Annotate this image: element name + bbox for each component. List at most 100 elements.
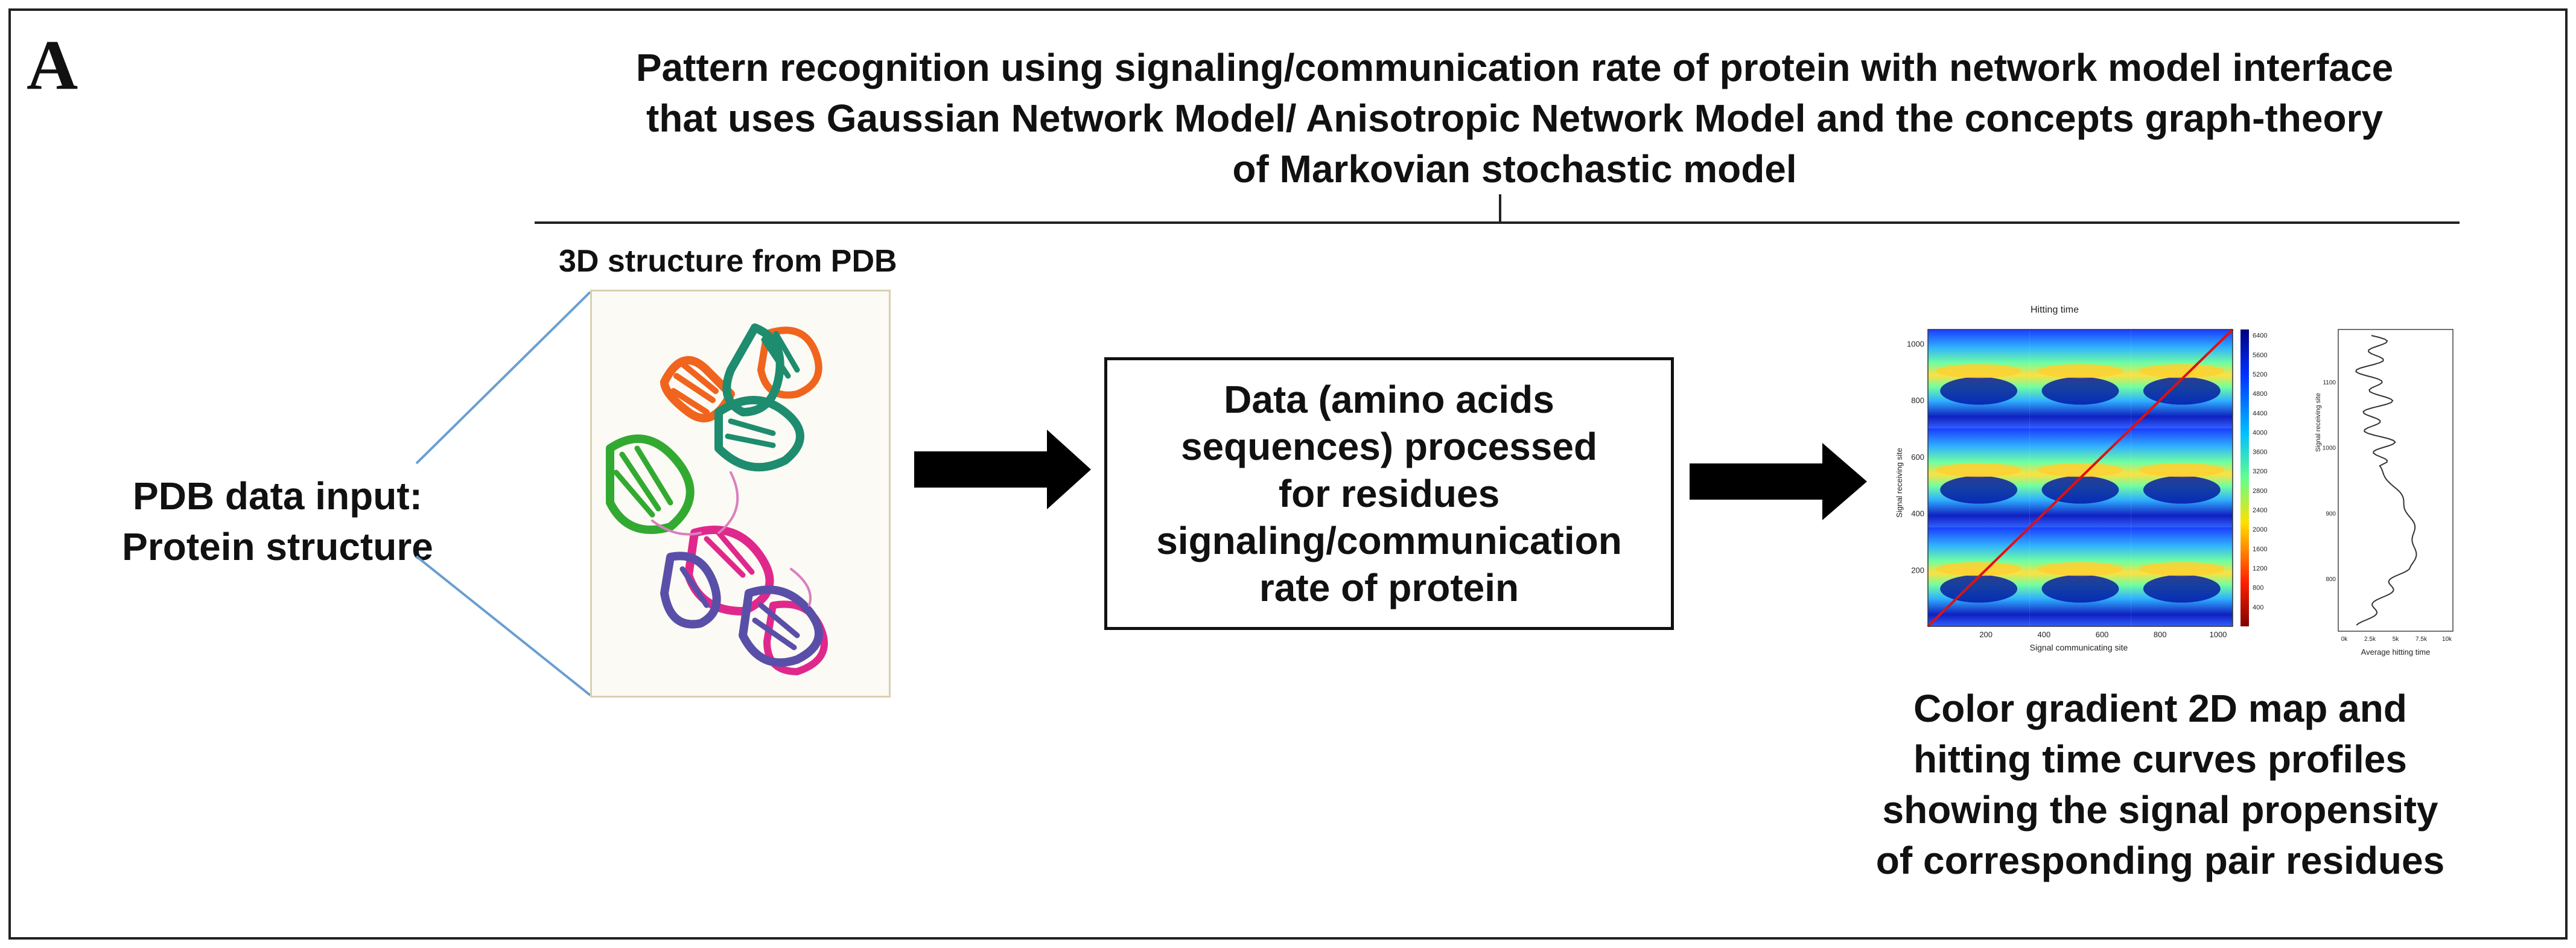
ribbon-purple-2 — [739, 585, 823, 667]
heatmap-low-region — [1940, 377, 2018, 405]
heatmap-low-region — [1940, 574, 2018, 603]
heatmap-high-band — [1936, 364, 2021, 378]
heatmap-colorbar — [2240, 329, 2249, 626]
ribbon-loops — [651, 471, 812, 606]
title-line: that uses Gaussian Network Model/ Anisot… — [646, 97, 2384, 140]
ribbon-magenta-strands — [704, 530, 755, 578]
process-line: signaling/communication — [1156, 519, 1622, 562]
profile-x-tick: 7.5k — [2415, 636, 2428, 643]
colorbar-tick: 3200 — [2253, 468, 2267, 476]
heatmap-xlabel: Signal communicating site — [2030, 643, 2128, 652]
heatmap-y-tick: 200 — [1911, 565, 1924, 574]
process-line: sequences) processed — [1180, 425, 1598, 468]
heatmap-y-tick: 1000 — [1907, 339, 1924, 348]
heatmap-high-band — [2139, 562, 2225, 576]
process-box: Data (amino acids sequences) processed f… — [1104, 357, 1674, 630]
connector-line-top — [415, 291, 591, 465]
ribbon-green-strands — [613, 445, 673, 518]
colorbar-tick: 2400 — [2253, 507, 2267, 514]
title-connector — [1499, 194, 1501, 222]
arrow-to-process — [914, 430, 1091, 509]
heatmap-x-tick: 1000 — [2209, 630, 2227, 639]
process-line: for residues — [1278, 472, 1500, 515]
heatmap-area — [1927, 328, 2234, 628]
protein-ribbon-drawing — [606, 323, 828, 675]
heatmap-low-region — [2143, 476, 2221, 504]
ribbon-teal-strands — [725, 331, 800, 448]
colorbar-ticks: 4008001200160020002400280032003600400044… — [2253, 332, 2267, 611]
ribbon-teal-2 — [714, 396, 804, 472]
heatmap-y-tick: 400 — [1911, 509, 1924, 518]
result-caption-line: showing the signal propensity — [1882, 788, 2438, 832]
colorbar-tick: 1200 — [2253, 565, 2267, 573]
profile-x-tick: 5k — [2393, 636, 2400, 643]
heatmap-y-tick: 600 — [1911, 453, 1924, 462]
profile-x-tick: 10k — [2442, 636, 2452, 643]
ribbon-orange-2 — [757, 326, 822, 399]
result-caption: Color gradient 2D map and hitting time c… — [1840, 683, 2480, 886]
process-line: rate of protein — [1259, 566, 1519, 609]
heatmap-low-region — [2041, 574, 2119, 603]
ribbon-purple-strands — [679, 566, 800, 651]
heatmap-x-tick: 400 — [2038, 630, 2051, 639]
heatmap-low-region — [2041, 377, 2119, 405]
heatmap-diagonal — [1927, 328, 2234, 628]
colorbar-tick: 2800 — [2253, 488, 2267, 495]
heatmap-title: Hitting time — [2031, 305, 2079, 315]
colorbar-tick: 400 — [2253, 604, 2263, 611]
profile-x-tick: 0k — [2341, 636, 2349, 643]
heatmap-low-region — [2041, 476, 2119, 504]
colorbar-tick: 1600 — [2253, 546, 2267, 553]
result-caption-line: hitting time curves profiles — [1913, 737, 2407, 781]
heatmap-x-tick: 600 — [2096, 630, 2109, 639]
heatmap-high-band — [2037, 364, 2123, 378]
colorbar-tick: 4800 — [2253, 390, 2267, 398]
profile-ylabel: Signal receiving site — [2315, 393, 2322, 452]
heatmap-x-tick: 200 — [1979, 630, 1992, 639]
heatmap-x-tick: 800 — [2154, 630, 2167, 639]
results-plots: Hitting time 400 800 1200 1600 2000 2400 2800 3… — [1895, 305, 2454, 657]
colorbar-tick: 2000 — [2253, 526, 2267, 533]
profile-xlabel: Average hitting time — [2361, 647, 2431, 657]
panel-letter: A — [27, 25, 78, 104]
heatmap-high-band — [2139, 463, 2225, 477]
process-line: Data (amino acids — [1224, 378, 1554, 421]
heatmap-frame — [1927, 329, 2233, 627]
heatmap-low-region — [2143, 377, 2221, 405]
profile-y-tick: 800 — [2326, 576, 2336, 583]
ribbon-purple — [660, 552, 721, 629]
ribbon-orange-strands — [670, 361, 719, 415]
colorbar-tick: 5600 — [2253, 352, 2267, 359]
protein-structure-image — [590, 290, 891, 698]
title-line: of Markovian stochastic model — [1232, 147, 1797, 191]
input-label: PDB data input: Protein structure — [84, 471, 471, 572]
heatmap-high-band — [2037, 463, 2123, 477]
profile-frame — [2338, 329, 2454, 632]
structure-caption: 3D structure from PDB — [559, 244, 897, 279]
colorbar-tick: 6400 — [2253, 332, 2267, 340]
heatmap-low-region — [1940, 476, 2018, 504]
process-text: Data (amino acids sequences) processed f… — [1124, 376, 1655, 611]
colorbar-tick: 3600 — [2253, 449, 2267, 456]
result-caption-line: Color gradient 2D map and — [1913, 687, 2407, 730]
profile-curve — [2355, 335, 2417, 626]
heatmap-x-ticks: 200 400 600 800 1000 — [1979, 630, 2227, 639]
colorbar-tick: 4400 — [2253, 410, 2267, 417]
ribbon-green — [606, 434, 695, 534]
heatmap-high-band — [2037, 562, 2123, 576]
result-caption-line: of corresponding pair residues — [1875, 839, 2445, 882]
profile-y-tick: 900 — [2326, 511, 2336, 517]
title-line: Pattern recognition using signaling/comm… — [635, 46, 2394, 89]
colorbar-tick: 800 — [2253, 585, 2263, 592]
profile-y-tick: 1000 — [2323, 445, 2336, 452]
heatmap-high-band — [2139, 364, 2225, 378]
input-label-line: PDB data input: — [133, 474, 422, 518]
connector-line-bottom — [415, 555, 591, 696]
heatmap-high-band — [1936, 463, 2021, 477]
arrow-to-results — [1690, 443, 1867, 520]
heatmap-ylabel: Signal receiving site — [1895, 448, 1904, 518]
